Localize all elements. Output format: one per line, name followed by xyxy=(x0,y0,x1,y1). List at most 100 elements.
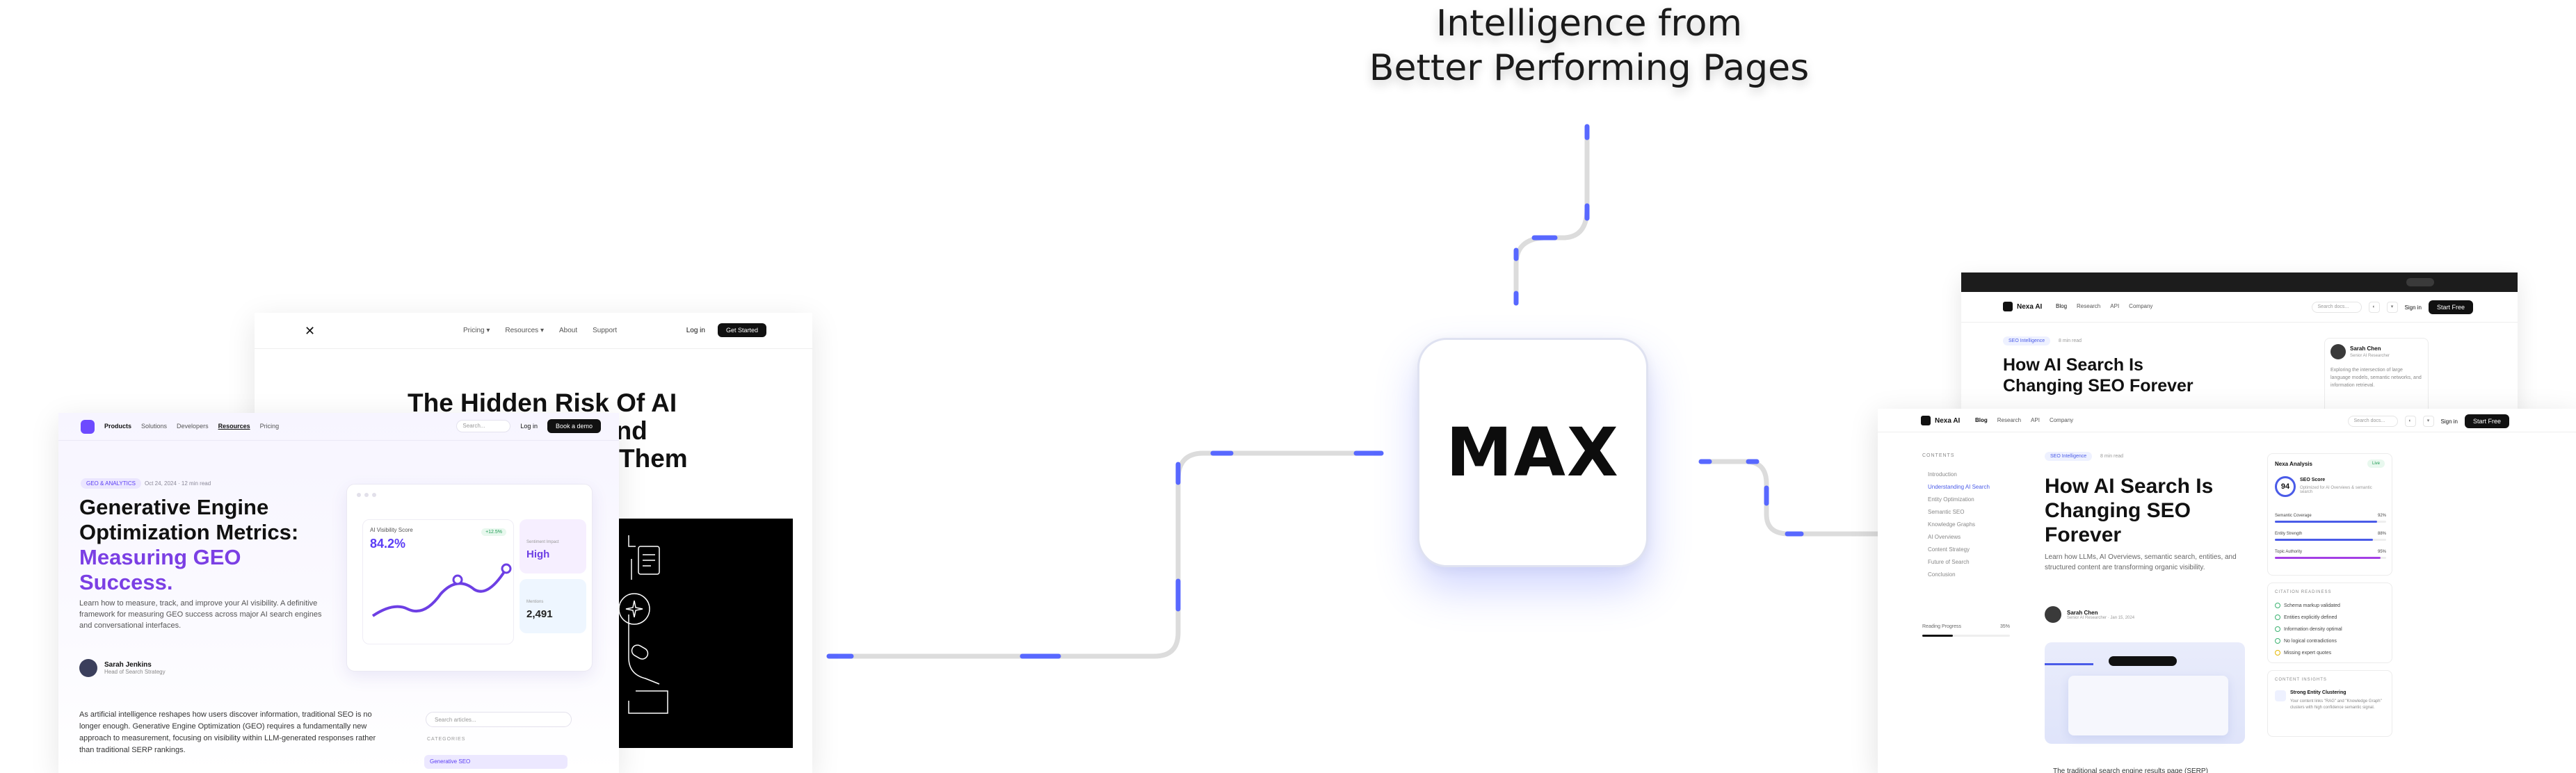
theme-icon[interactable]: ◐ xyxy=(2404,416,2416,427)
check-icon xyxy=(2275,638,2280,644)
signal-text: Information density optimal xyxy=(2284,626,2342,632)
preview-card-ai-search-back: Nexa AI Blog Research API Company Search… xyxy=(1961,272,2518,414)
nav-item-research[interactable]: Research xyxy=(1997,417,2022,423)
toc-item[interactable]: Semantic SEO xyxy=(1928,509,1965,515)
nav-item-support[interactable]: Support xyxy=(593,327,618,334)
main-nav: Products Solutions Developers Resources … xyxy=(104,423,279,430)
insight-icon xyxy=(2275,690,2286,701)
language-icon[interactable]: ▾ xyxy=(2386,302,2398,313)
toc-item-active[interactable]: Understanding AI Search xyxy=(1928,484,1990,490)
brand-logo-icon[interactable]: ✕ xyxy=(305,324,316,338)
signal-text: Schema markup validated xyxy=(2284,603,2340,608)
mentions-tile: Mentions 2,491 xyxy=(520,579,586,633)
card-header: Products Solutions Developers Resources … xyxy=(58,413,619,441)
title-line-3: Forever xyxy=(2045,523,2122,546)
login-link[interactable]: Log in xyxy=(520,423,538,430)
brand-logo-icon xyxy=(1921,416,1931,425)
nav-item-resources[interactable]: Resources ▾ xyxy=(505,327,544,334)
article-lead: Learn how LLMs, AI Overviews, semantic s… xyxy=(2045,553,2237,571)
author-name: Sarah Jenkins xyxy=(104,661,152,669)
progress-value: 35% xyxy=(1999,624,2010,629)
browser-chrome xyxy=(1961,272,2518,292)
nav-item-about[interactable]: About xyxy=(558,327,578,334)
nav-item-solutions[interactable]: Solutions xyxy=(141,423,168,430)
card-header: Nexa AI Blog Research API Company Search… xyxy=(1878,409,2576,432)
nav-item-developers[interactable]: Developers xyxy=(177,423,209,430)
search-input[interactable]: Search docs... xyxy=(2311,302,2362,313)
sidebar-search-input[interactable]: Search articles... xyxy=(426,712,572,727)
start-free-button[interactable]: Start Free xyxy=(2464,414,2509,428)
window-dots xyxy=(357,493,376,497)
progress-label: Reading Progress xyxy=(1922,624,1962,629)
author-role: Senior AI Researcher · Jan 15, 2024 xyxy=(2067,615,2135,620)
toc-item[interactable]: Content Strategy xyxy=(1928,546,1970,553)
search-input[interactable]: Search docs... xyxy=(2347,416,2398,427)
toc-item[interactable]: Introduction xyxy=(1928,471,1957,478)
signal-item: Information density optimal xyxy=(2275,626,2342,632)
brand[interactable]: Nexa AI xyxy=(1921,416,1960,425)
check-icon xyxy=(2275,615,2280,620)
brand-logo-icon[interactable] xyxy=(81,420,95,434)
book-demo-button[interactable]: Book a demo xyxy=(547,419,601,433)
nav-item-research[interactable]: Research xyxy=(2077,303,2101,309)
title-line-1: The Hidden Risk Of AI xyxy=(408,389,677,417)
author-role: Senior AI Researcher xyxy=(2350,354,2390,358)
chart-change-badge: +12.5% xyxy=(481,528,506,536)
nav-item-products[interactable]: Products xyxy=(104,423,132,430)
category-tag: SEO Intelligence xyxy=(2003,336,2051,345)
toc-item[interactable]: Knowledge Graphs xyxy=(1928,521,1976,528)
nav-item-company[interactable]: Company xyxy=(2049,417,2074,423)
title-line-4: Success. xyxy=(79,570,173,594)
progress-fill xyxy=(1922,635,1954,637)
brand[interactable]: Nexa AI xyxy=(2003,302,2042,311)
live-badge: Live xyxy=(2367,459,2385,468)
nav-item-pricing[interactable]: Pricing xyxy=(259,423,280,430)
reading-progress: Reading Progress 35% xyxy=(1922,624,2010,637)
nav-item-company[interactable]: Company xyxy=(2129,303,2153,309)
article-title: Generative Engine Optimization Metrics: … xyxy=(79,495,330,595)
metric-value: 95% xyxy=(2377,550,2386,554)
category-item-active[interactable]: Generative SEO xyxy=(424,755,567,769)
toc-item[interactable]: Conclusion xyxy=(1928,571,1956,578)
tile-value: High xyxy=(526,548,550,560)
workflow-illustration xyxy=(618,535,668,714)
analysis-title: Nexa Analysis xyxy=(2275,461,2312,467)
hero-accent-line xyxy=(2045,663,2093,665)
read-time: 8 min read xyxy=(2059,339,2082,343)
headline-line-2: Better Performing Pages xyxy=(1369,47,1810,89)
signin-link[interactable]: Sign in xyxy=(2440,418,2458,425)
title-line-2: Changing SEO Forever xyxy=(2003,376,2193,396)
citation-label: CITATION READINESS xyxy=(2275,590,2332,594)
language-icon[interactable]: ▾ xyxy=(2422,416,2434,427)
check-icon xyxy=(2275,626,2280,632)
signin-link[interactable]: Sign in xyxy=(2404,304,2422,311)
title-line-3: Measuring GEO xyxy=(79,545,241,569)
signal-text: Entities explicitly defined xyxy=(2284,615,2337,620)
theme-icon[interactable]: ◐ xyxy=(2368,302,2380,313)
nav-item-blog[interactable]: Blog xyxy=(2056,303,2068,309)
nav-item-pricing[interactable]: Pricing ▾ xyxy=(463,327,490,334)
nav-item-blog[interactable]: Blog xyxy=(1975,417,1988,423)
metric-fill xyxy=(2275,539,2373,541)
toc-item[interactable]: Entity Optimization xyxy=(1928,496,1974,503)
start-free-button[interactable]: Start Free xyxy=(2428,300,2473,314)
nav-item-api[interactable]: API xyxy=(2031,417,2040,423)
get-started-button[interactable]: Get Started xyxy=(717,323,766,337)
article-title: How AI Search Is Changing SEO Forever xyxy=(2003,355,2212,396)
main-nav: Blog Research API Company xyxy=(1975,417,2073,423)
signal-text: Missing expert quotes xyxy=(2284,650,2332,656)
metric-name: Entity Strength xyxy=(2275,532,2303,536)
article-meta: Oct 24, 2024 · 12 min read xyxy=(145,480,211,487)
header-actions: Search... Log in Book a demo xyxy=(456,419,601,433)
login-link[interactable]: Log in xyxy=(686,326,705,334)
preview-card-geo-metrics: Products Solutions Developers Resources … xyxy=(58,413,619,773)
nav-item-resources[interactable]: Resources xyxy=(218,423,250,430)
contents-label: CONTENTS xyxy=(1922,453,1955,458)
warning-icon xyxy=(2275,650,2280,656)
search-input[interactable]: Search... xyxy=(456,420,511,432)
toc-item[interactable]: Future of Search xyxy=(1928,559,1970,565)
nav-item-api[interactable]: API xyxy=(2110,303,2120,309)
toc-item[interactable]: AI Overviews xyxy=(1928,534,1961,540)
